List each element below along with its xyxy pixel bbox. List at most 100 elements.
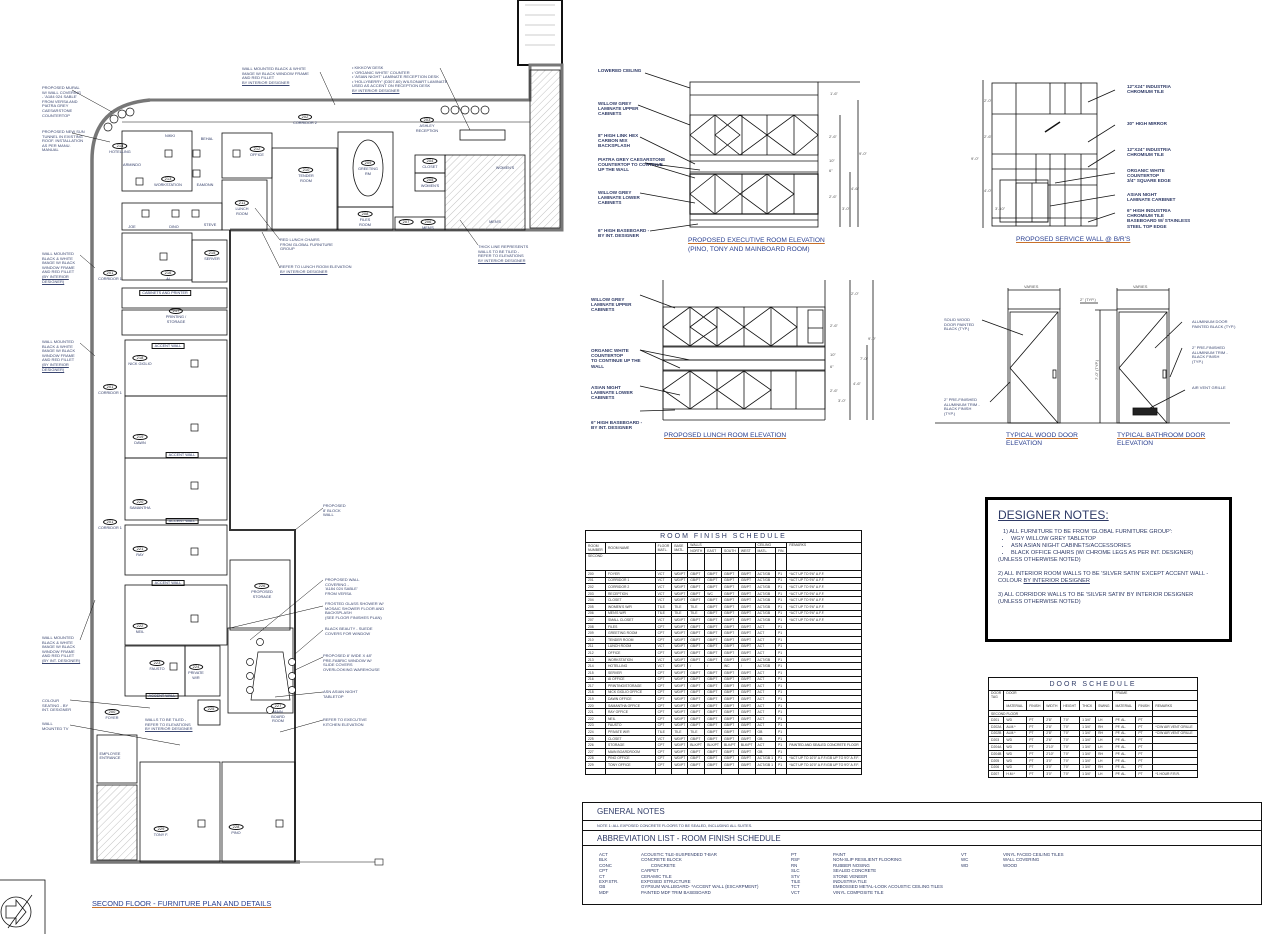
table-cell: GB/PT bbox=[737, 675, 756, 684]
service-label: ASIAN NIGHT LAMINATE CARBINET bbox=[1127, 192, 1176, 203]
table-cell: ACT/GB bbox=[754, 662, 777, 670]
abbreviation-code: TILE bbox=[791, 879, 801, 885]
table-cell: STORAGE bbox=[604, 741, 656, 750]
table-cell: TILE bbox=[671, 609, 689, 618]
schedule-title: ROOM FINISH SCHEDULE bbox=[585, 530, 862, 543]
table-cell: 7'0" bbox=[1060, 736, 1081, 745]
dim-label: 6" bbox=[830, 364, 834, 369]
table-cell: P1 bbox=[774, 721, 788, 730]
designer-note-1: 1) ALL FURNITURE TO BE FROM 'GLOBAL FURN… bbox=[1003, 529, 1173, 535]
table-cell: ACT bbox=[754, 708, 777, 717]
table-cell bbox=[786, 688, 862, 697]
table-cell: VCT bbox=[654, 583, 673, 591]
table-cell: GB/PT bbox=[720, 642, 739, 651]
table-cell: GB/PT bbox=[687, 596, 706, 604]
table-cell: PT bbox=[1135, 763, 1154, 772]
table-cell: GB/PT bbox=[720, 602, 739, 611]
table-cell: CPT bbox=[654, 688, 673, 697]
table-cell: WD/PT bbox=[671, 596, 689, 604]
table-cell: D204A bbox=[987, 743, 1005, 751]
table-cell: WD/PT bbox=[671, 721, 689, 730]
table-cell bbox=[786, 655, 862, 664]
table-cell: ACT/GB bbox=[754, 655, 777, 664]
table-cell: P1 bbox=[774, 708, 788, 717]
table-cell: 7'0" bbox=[1060, 763, 1081, 772]
table-cell: 7'0" bbox=[1060, 729, 1081, 738]
table-cell: P1 bbox=[774, 589, 788, 598]
col-header: FRAME bbox=[1112, 690, 1198, 701]
abbreviation-code: GB bbox=[599, 884, 606, 890]
accent-wall-tag: ACCENT WALL bbox=[165, 518, 199, 525]
table-cell: GB/PT bbox=[687, 583, 706, 591]
table-cell: LH bbox=[1095, 716, 1114, 724]
table-cell: PT bbox=[1026, 770, 1045, 779]
table-cell: CPT bbox=[654, 715, 673, 723]
table-cell: WD/PT bbox=[671, 655, 689, 664]
designer-note-bullets: WGY WILLOW GREY TABLETOP ASN ASIAN NIGHT… bbox=[1011, 536, 1219, 557]
designer-note-3-tail: (UNLESS OTHERWISE NOTED) bbox=[998, 599, 1081, 605]
table-cell: MEN'S W/R bbox=[604, 609, 656, 618]
table-cell: PT bbox=[1026, 736, 1045, 745]
abbreviation-code: VCT bbox=[791, 889, 800, 895]
table-cell: 222 bbox=[585, 715, 606, 723]
table-cell: P1 bbox=[774, 675, 788, 684]
table-cell: ACT bbox=[754, 635, 777, 644]
table-cell: GB/PT bbox=[720, 675, 739, 684]
table-cell: P1 bbox=[774, 715, 788, 723]
abbreviation-code: RSF bbox=[791, 857, 800, 863]
note-frosted-glass: FROSTED GLASS SHOWER W/ MOSAIC SHOWER FL… bbox=[325, 601, 385, 620]
table-cell: LH bbox=[1095, 770, 1114, 779]
abbreviation-code: CT bbox=[599, 873, 605, 879]
abbreviation-code: CONC bbox=[599, 862, 612, 868]
abbreviation-meaning: EXPOSED STRUCTURE bbox=[641, 879, 691, 885]
table-cell: WD/PT bbox=[671, 583, 689, 591]
room-label: 225 bbox=[203, 706, 219, 713]
table-cell: GB/PT bbox=[720, 609, 739, 618]
table-cell: CPT bbox=[654, 682, 673, 690]
table-cell: GB/PT bbox=[687, 695, 706, 703]
dim-label: 3'-0" bbox=[838, 398, 847, 403]
table-cell: TILE bbox=[671, 602, 689, 611]
table-cell: P1 bbox=[774, 668, 788, 677]
table-cell: ACT/GB bbox=[754, 602, 777, 611]
table-cell: FILES bbox=[604, 622, 656, 631]
table-cell: TILE bbox=[654, 609, 673, 618]
table-cell: GB/PT bbox=[737, 715, 756, 723]
table-cell: GB/PT bbox=[737, 668, 756, 677]
table-cell: GB/PT bbox=[737, 728, 756, 736]
col-header: ROOM NUMBER bbox=[585, 542, 606, 554]
floor-plan-drawing bbox=[0, 0, 564, 934]
table-cell: ACT bbox=[754, 675, 777, 684]
col-header: BASE MATL. bbox=[671, 542, 689, 554]
dim-label: 9'-0" bbox=[868, 336, 877, 341]
table-cell: CPT bbox=[654, 668, 673, 677]
table-cell: GB/PT bbox=[720, 649, 739, 657]
leader-lines bbox=[69, 67, 479, 746]
table-cell: BLK/PT bbox=[720, 741, 739, 750]
table-cell: SERVER bbox=[604, 668, 656, 677]
table-cell: ACT bbox=[754, 688, 777, 697]
table-cell: GB/PT bbox=[687, 688, 706, 697]
table-cell: PT bbox=[1135, 743, 1154, 751]
table-cell bbox=[786, 721, 862, 730]
dim-label: 7'-0" bbox=[860, 356, 869, 361]
dim-label: 4'-0" bbox=[984, 188, 993, 193]
table-cell: 206 bbox=[585, 609, 606, 618]
service-label: 12"X24" INDUSTRIA CHROMIUM TILE bbox=[1127, 147, 1171, 158]
table-cell: ACT/GB bbox=[754, 596, 777, 604]
table-cell: D205 bbox=[987, 756, 1005, 765]
